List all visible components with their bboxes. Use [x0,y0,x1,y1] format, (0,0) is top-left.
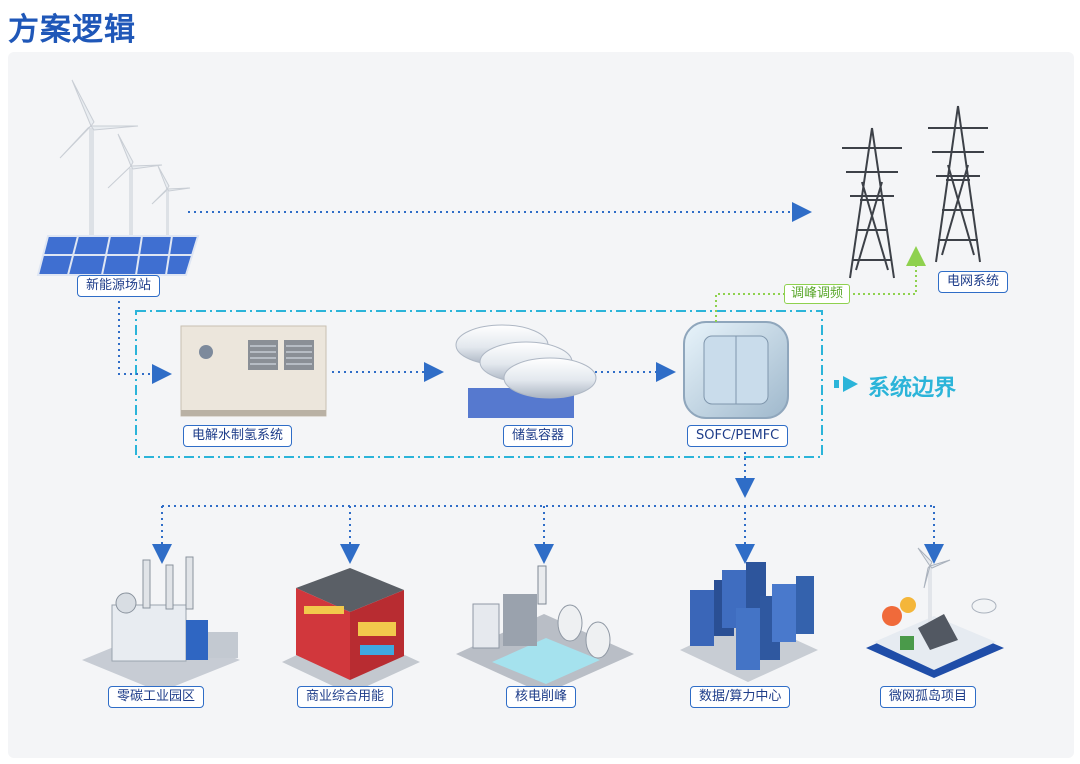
flow-renewable-to-electrolyzer [118,295,172,384]
app-nuclear-label: 核电削峰 [506,686,577,708]
data-center-icon [680,562,818,682]
nuclear-plant-icon [456,565,634,694]
app-industrial-label: 零碳工业园区 [108,686,205,708]
renewable-station-label: 新能源场站 [77,275,161,297]
app-commercial-label: 商业综合用能 [297,686,394,708]
system-boundary [135,310,823,458]
electrolyzer-label: 电解水制氢系统 [183,425,293,447]
system-boundary-label: 系统边界 [868,376,957,401]
hydrogen-storage-label: 储氢容器 [503,425,574,447]
flow-fuelcell-to-grid [715,246,926,322]
app-datacenter-label: 数据/算力中心 [690,686,791,708]
commercial-complex-icon [282,568,420,694]
transmission-tower-icon [842,105,988,279]
page-title: 方案逻辑 [8,12,136,48]
grid-system-label: 电网系统 [938,271,1009,293]
fuel-cell-label: SOFC/PEMFC [687,425,789,447]
electrolyzer-icon [180,325,327,417]
solar-panel-icon [36,235,200,276]
peak-regulation-label: 调峰调频 [784,284,851,304]
industrial-park-icon [82,556,240,692]
app-microgrid-label: 微网孤岛项目 [880,686,977,708]
fuel-cell-icon [683,321,789,419]
microgrid-island-icon [866,547,1004,678]
hydrogen-tank-icon [455,324,597,418]
boundary-arrow-icon [834,376,858,392]
wind-turbine-icon [59,79,191,240]
